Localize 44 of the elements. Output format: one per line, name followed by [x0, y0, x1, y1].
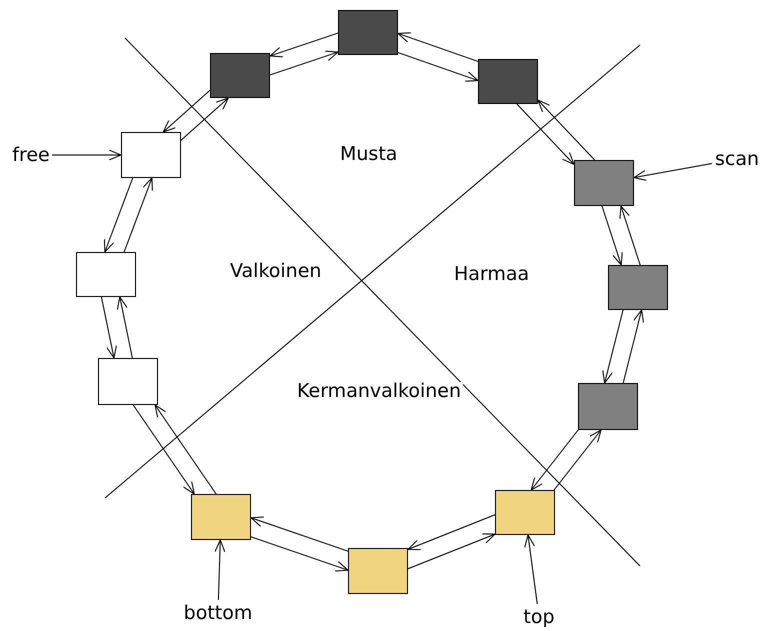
- arrow: [398, 52, 478, 82]
- arrow: [270, 50, 338, 76]
- memory-cell: [608, 265, 668, 310]
- arrow: [116, 296, 133, 358]
- arrow: [104, 178, 134, 252]
- arrow: [250, 536, 348, 572]
- pointer-label: scan: [712, 147, 762, 171]
- arrow: [132, 404, 195, 494]
- arrow: [408, 514, 496, 550]
- arrow: [602, 310, 624, 384]
- arrow: [398, 32, 478, 62]
- arrow: [162, 90, 210, 132]
- memory-cell: [98, 358, 158, 405]
- arrow: [214, 540, 226, 600]
- arrow: [100, 296, 117, 358]
- arrow: [180, 98, 229, 141]
- arrow: [154, 404, 217, 494]
- memory-cell: [121, 132, 181, 178]
- memory-cell: [338, 10, 398, 55]
- arrow: [124, 178, 153, 252]
- arrow: [408, 533, 496, 570]
- arrow: [602, 206, 623, 266]
- arrow: [538, 100, 596, 160]
- pointer-label: bottom: [180, 600, 256, 626]
- arrow: [516, 104, 574, 165]
- arrow: [619, 206, 641, 266]
- memory-cell: [495, 490, 555, 535]
- memory-cell: [578, 383, 638, 430]
- memory-cell: [191, 494, 251, 540]
- arrow: [250, 516, 348, 552]
- pointer-label: free: [10, 143, 52, 167]
- arrow: [270, 32, 338, 58]
- arrow: [634, 163, 712, 181]
- arrow: [622, 310, 644, 384]
- arrow: [524, 534, 538, 604]
- memory-cell: [76, 252, 136, 297]
- memory-cell: [210, 53, 270, 98]
- memory-cell: [348, 548, 408, 594]
- memory-cell: [574, 160, 634, 206]
- arrow: [52, 150, 122, 160]
- arrow: [554, 430, 602, 490]
- memory-cell: [478, 59, 538, 104]
- arrow: [530, 430, 579, 490]
- pointer-label: top: [520, 604, 558, 630]
